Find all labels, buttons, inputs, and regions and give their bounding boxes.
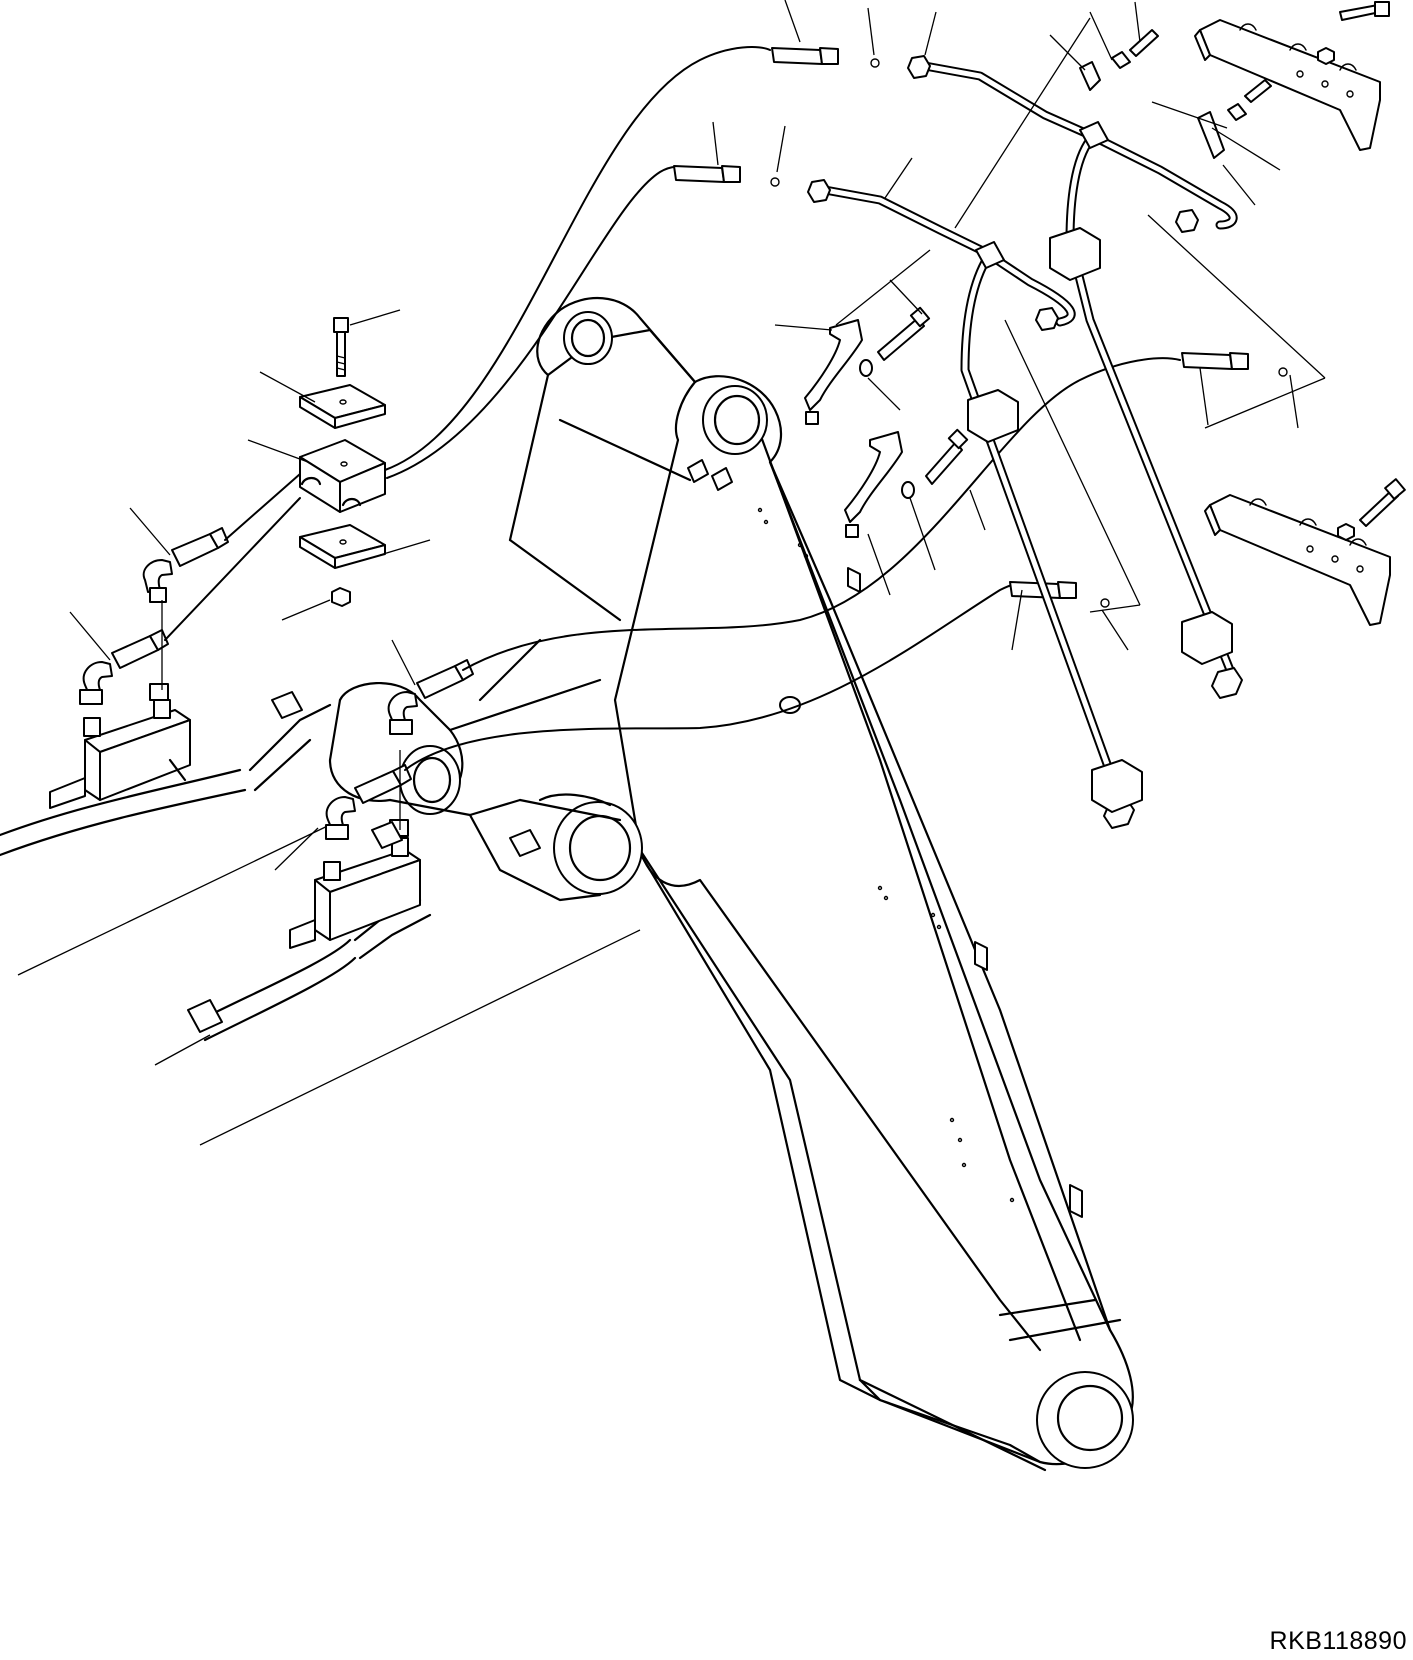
steel-tubes: [808, 56, 1242, 828]
boom-cylinder-base: [330, 640, 642, 900]
drawing-code: RKB118890: [1269, 1627, 1407, 1655]
hose-clamp-assembly: [300, 318, 385, 606]
boom: [510, 298, 1133, 1470]
mounting-plates: [1195, 2, 1405, 625]
elbow-fittings: [80, 528, 540, 856]
thin-hoses: [165, 47, 1180, 770]
valve-block-left: [50, 684, 190, 808]
leader-lines: [70, 0, 1325, 870]
brackets: [805, 30, 1271, 537]
main-hoses: [0, 705, 640, 1145]
